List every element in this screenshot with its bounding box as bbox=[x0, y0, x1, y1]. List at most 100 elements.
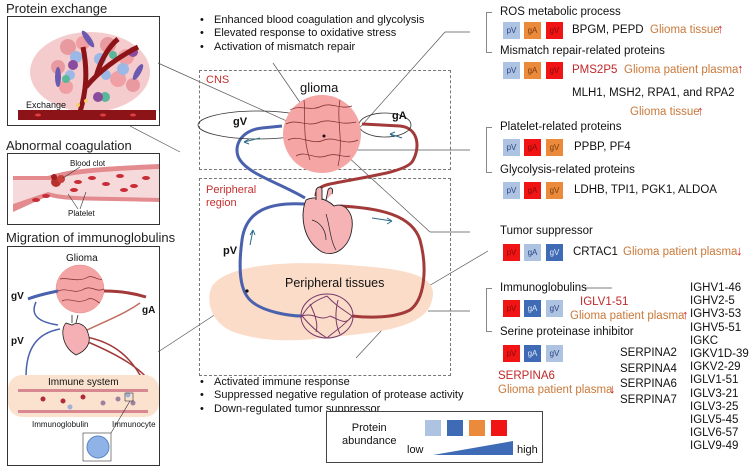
migration-illustration: Glioma gV gA pV Immune system Immunoglob… bbox=[8, 253, 159, 462]
immunocyte-icon bbox=[86, 435, 110, 459]
protein-exchange-title: Protein exchange bbox=[6, 1, 108, 16]
ros-pv-box: pV bbox=[503, 22, 520, 39]
tumor-suppressor-site: Glioma patient plasma bbox=[623, 246, 738, 258]
mismatch-site-1: Glioma patient plasma bbox=[624, 64, 739, 76]
bottom-findings-list: Activated immune response Suppressed neg… bbox=[200, 376, 464, 416]
mismatch-heading: Mismatch repair-related proteins bbox=[500, 45, 665, 57]
serpin-item: SERPINA4 bbox=[620, 362, 677, 375]
up-arrow-icon: ↑ bbox=[682, 307, 689, 322]
legend-gradient-wedge bbox=[433, 441, 513, 455]
ig-gene-item: IGHV3-53 bbox=[690, 308, 742, 321]
migration-panel: Glioma gV gA pV Immune system Immunoglob… bbox=[7, 246, 160, 466]
finding-item: Enhanced blood coagulation and glycolysi… bbox=[200, 14, 424, 27]
legend-swatch-high bbox=[469, 420, 485, 436]
mismatch-ga-box: gA bbox=[524, 62, 541, 79]
legend-title-line2: abundance bbox=[342, 435, 397, 447]
ig-gene-item: IGLV1-51 bbox=[690, 374, 739, 387]
platelet-pv-box: pV bbox=[503, 139, 520, 156]
mismatch-pv-box: pV bbox=[503, 62, 520, 79]
legend-swatch-highest bbox=[491, 420, 507, 436]
abnormal-coagulation-title: Abnormal coagulation bbox=[6, 138, 132, 153]
serine-pv-box: pV bbox=[503, 345, 520, 362]
legend-high-label: high bbox=[517, 444, 538, 456]
gv-label: gV bbox=[11, 291, 24, 302]
heart-icon bbox=[62, 314, 90, 356]
finding-item: Activation of mismatch repair bbox=[200, 41, 424, 54]
tumor-vessel bbox=[77, 37, 140, 113]
bracket-tick bbox=[486, 288, 492, 289]
serine-highlight-protein: SERPINA6 bbox=[498, 370, 555, 382]
pv-label: pV bbox=[223, 245, 238, 257]
immunoglobulin-label: Immunoglobulin bbox=[32, 420, 88, 429]
ga-label: gA bbox=[392, 110, 407, 122]
ig-gene-item: IGLV6-57 bbox=[690, 427, 739, 440]
glioma-label: Glioma bbox=[66, 253, 98, 264]
ig-gene-item: IGKV1D-39 bbox=[690, 348, 749, 361]
immunoglobulins-site: Glioma patient plasma bbox=[570, 310, 685, 322]
blood-clot-icon bbox=[51, 174, 65, 187]
immune-system-label: Immune system bbox=[48, 377, 119, 388]
glycolysis-heading: Glycolysis-related proteins bbox=[500, 164, 635, 176]
red-blood-cells bbox=[32, 174, 150, 202]
immunoglobulins-gv-box: gV bbox=[546, 300, 563, 317]
cns-label: CNS bbox=[206, 74, 230, 86]
ig-gene-item: IGLV5-45 bbox=[690, 414, 739, 427]
ros-heading: ROS metabolic process bbox=[500, 6, 621, 18]
platelet-gv-box: gV bbox=[546, 139, 563, 156]
bracket-immuno-serine bbox=[486, 288, 487, 331]
blood-vessel bbox=[18, 110, 156, 120]
bracket-tick bbox=[486, 52, 492, 53]
bracket-platelet-glycolysis bbox=[486, 127, 487, 172]
mismatch-proteins-2: MLH1, MSH2, RPA1, and RPA2 bbox=[572, 87, 735, 99]
protein-exchange-illustration: Exchange bbox=[18, 30, 156, 120]
ig-gene-item: IGKV2-29 bbox=[690, 361, 741, 374]
legend-swatch-lowest bbox=[425, 420, 441, 436]
bracket-tick bbox=[486, 12, 492, 13]
up-arrow-icon: ↑ bbox=[737, 61, 744, 76]
glycolysis-pv-box: pV bbox=[503, 182, 520, 199]
coagulation-illustration: Blood clot Platelet bbox=[13, 159, 159, 218]
down-arrow-icon: ↓ bbox=[609, 381, 616, 396]
ig-gene-item: IGHV5-51 bbox=[690, 321, 742, 334]
ros-gv-box: gV bbox=[546, 22, 563, 39]
finding-item: Activated immune response bbox=[200, 376, 464, 389]
legend-swatch-low bbox=[447, 420, 463, 436]
tumor-suppressor-gv-box: gV bbox=[546, 244, 563, 261]
peripheral-region-label: Peripheral region bbox=[206, 184, 256, 210]
ig-gene-item: IGLV9-49 bbox=[690, 440, 739, 453]
peripheral-artery-path bbox=[339, 204, 426, 319]
tumor-suppressor-pv-box: pV bbox=[503, 244, 520, 261]
bracket-tick bbox=[486, 172, 492, 173]
serpin-list: SERPINA2 SERPINA4 SERPINA6 SERPINA7 bbox=[620, 346, 677, 408]
legend-low-label: low bbox=[407, 444, 424, 456]
serine-site: Glioma patient plasma bbox=[498, 384, 613, 396]
glioma-label: glioma bbox=[300, 80, 339, 95]
gv-vessel bbox=[27, 289, 59, 301]
ig-gene-item: IGHV2-5 bbox=[690, 295, 735, 308]
immunoglobulin-gene-list: IGHV1-46 IGHV2-5 IGHV3-53 IGHV5-51 IGKC … bbox=[690, 282, 749, 454]
abnormal-coagulation-panel: Blood clot Platelet bbox=[7, 153, 160, 225]
up-arrow-icon: ↑ bbox=[717, 21, 724, 36]
ig-gene-item: IGLV3-21 bbox=[690, 387, 739, 400]
tumor-suppressor-proteins: CRTAC1 bbox=[573, 246, 618, 258]
platelet-proteins: PPBP, PF4 bbox=[574, 141, 631, 153]
peripheral-label-line2: region bbox=[206, 197, 237, 209]
pv-label: pV bbox=[11, 336, 24, 347]
up-arrow-icon: ↑ bbox=[697, 103, 704, 118]
glycolysis-ga-box: gA bbox=[524, 182, 541, 199]
mismatch-highlight-protein: PMS2P5 bbox=[572, 64, 618, 76]
bracket-tick bbox=[486, 331, 492, 332]
ga-label: gA bbox=[142, 305, 155, 316]
platelet-ga-box: gA bbox=[524, 139, 541, 156]
pv-vessel-path bbox=[238, 202, 306, 318]
heart-icon bbox=[302, 186, 353, 254]
immunocyte-label: Immunocyte bbox=[112, 420, 156, 429]
exchange-label: Exchange bbox=[26, 100, 66, 110]
protein-exchange-panel: Exchange bbox=[7, 16, 160, 126]
vessel-lumen bbox=[13, 169, 159, 204]
gv-label: gV bbox=[233, 116, 248, 128]
serine-heading: Serine proteinase inhibitor bbox=[500, 326, 634, 338]
glycolysis-proteins: LDHB, TPI1, PGK1, ALDOA bbox=[574, 184, 717, 196]
immunoglobulins-ga-box: gA bbox=[524, 300, 541, 317]
